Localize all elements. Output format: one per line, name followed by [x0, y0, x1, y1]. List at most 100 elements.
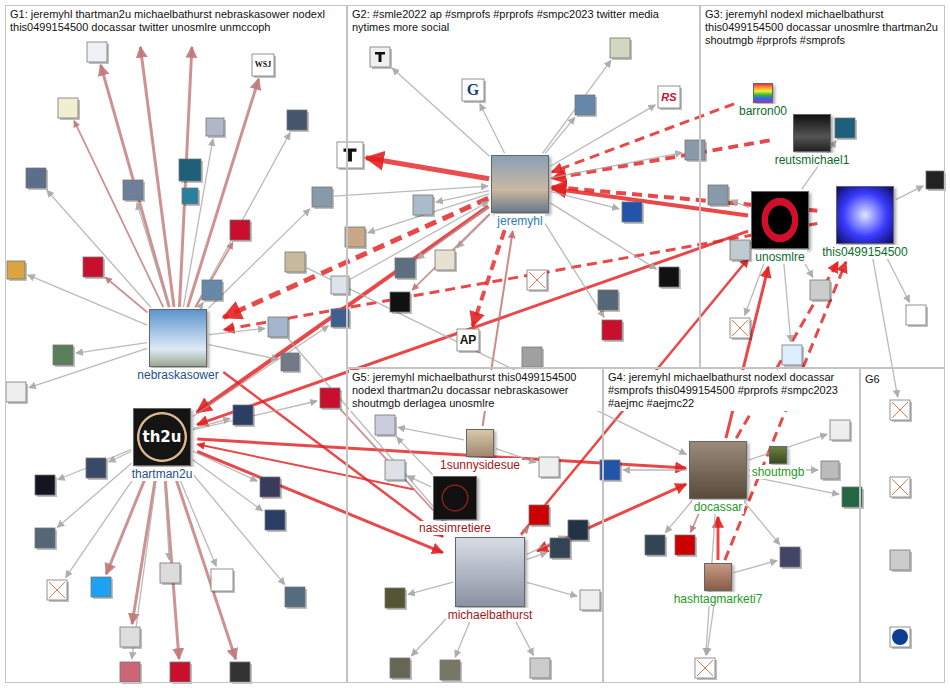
vertex-label: michaelbathurst: [446, 608, 535, 622]
group-title: G2: #smle2022 ap #smprofs #prprofs #smpc…: [349, 7, 698, 35]
graph-edge: [200, 302, 203, 307]
logo-text: WSJ: [255, 61, 271, 69]
graph-edge: [521, 527, 528, 535]
graph-edge: [164, 468, 169, 560]
vertex: nebraskasower: [134, 308, 221, 383]
thumbnail-image: [120, 662, 142, 684]
thumbnail-image: [26, 168, 48, 190]
graph-edge: [408, 582, 453, 594]
graph-edge: [392, 68, 489, 156]
thumbnail-image: [53, 345, 75, 367]
thumbnail-image: [435, 250, 457, 272]
thumbnail-image: [202, 280, 224, 302]
graph-edge: [29, 348, 147, 387]
thumbnail-image: [87, 42, 109, 64]
graph-edge: [187, 468, 284, 585]
thumbnail-image: [890, 627, 912, 649]
thumbnail-image: [91, 577, 113, 599]
thumbnail-image: [58, 98, 80, 120]
graph-edge: [209, 328, 265, 334]
avatar-image: [769, 446, 787, 464]
thumbnail-image: [926, 171, 946, 191]
thumbnail-image: [522, 347, 544, 369]
thumbnail-image: [580, 590, 602, 612]
thumbnail-image: [658, 86, 682, 110]
thumbnail-image: [821, 461, 841, 481]
group-box: G5: jeremyhl michaelbathurst this0499154…: [347, 368, 603, 683]
graph-edge: [623, 469, 687, 470]
graph-edge: [551, 105, 656, 166]
vertex-label: nassimretiere: [417, 521, 493, 535]
group-box: G1: jeremyhl thartman2u michaelbathurst …: [5, 5, 347, 683]
graph-connector: [725, 262, 846, 560]
thumbnail-image: [320, 388, 342, 410]
group-title: G4: jeremyhl michaelbathurst nodexl doca…: [605, 370, 858, 411]
graph-edge: [334, 186, 488, 196]
avatar-image: [466, 429, 494, 457]
vertex: shoutmgb: [749, 445, 808, 480]
graph-edge: [132, 468, 157, 624]
graph-edge: [749, 434, 827, 460]
thumbnail-image: [708, 185, 730, 207]
graph-edge: [193, 419, 230, 429]
graph-edge: [175, 468, 216, 566]
graph-edge: [551, 153, 682, 178]
vertex-label: reutsmichael1: [773, 153, 852, 167]
graph-edge: [74, 121, 163, 307]
graph-edge: [105, 277, 147, 312]
thumbnail-image: [312, 187, 334, 209]
graph-connector: [717, 517, 720, 560]
thumbnail-image: [890, 477, 912, 499]
vertex-label: 1sunnysidesue: [438, 458, 522, 472]
thumbnail-image: [206, 118, 226, 138]
thumbnail-image: [810, 280, 832, 302]
thumbnail-image: [462, 79, 486, 103]
thumbnail-image: [835, 118, 857, 140]
thumbnail-image: [170, 662, 192, 684]
vertex-label: barron00: [737, 104, 789, 118]
thumbnail-image: [610, 38, 632, 60]
thumbnail-image: [47, 580, 69, 602]
thumbnail-image: [160, 563, 182, 585]
vertex-label: docassar: [692, 500, 745, 514]
thumbnail-image: [252, 54, 276, 78]
avatar-image: [455, 537, 525, 607]
thumbnail-image: [598, 290, 620, 312]
vertex: hashtagmarketi7: [671, 562, 766, 607]
thumbnail-image: [35, 528, 57, 550]
graph-edge: [195, 133, 290, 308]
vertex: michaelbathurst: [445, 536, 536, 623]
group-box: G4: jeremyhl michaelbathurst nodexl doca…: [603, 368, 860, 683]
thumbnail-image: [337, 142, 365, 170]
graph-edge: [193, 401, 317, 430]
graph-edge: [137, 203, 169, 307]
thumbnail-image: [675, 535, 697, 557]
thumbnail-image: [211, 569, 235, 593]
avatar-image: [149, 309, 207, 367]
thumbnail-image: [457, 329, 481, 353]
thumbnail-image: [390, 658, 412, 680]
group-title: G6: [862, 372, 883, 387]
thumbnail-image: [602, 320, 624, 342]
thumbnail-image: [780, 547, 802, 569]
thumbnail-image: [530, 658, 552, 680]
logo-text: th2u: [143, 430, 182, 445]
thumbnail-image: [385, 588, 407, 610]
graph-edge: [543, 60, 611, 153]
graph-connector: [726, 267, 768, 438]
avatar-image: [689, 441, 747, 499]
vertex: barron00: [736, 82, 790, 119]
graph-edge: [412, 214, 489, 290]
graph-edge: [527, 582, 577, 596]
thumbnail-image: [390, 292, 412, 314]
thumbnail-image: [281, 353, 301, 373]
vertex-label: thartman2u: [130, 467, 195, 481]
vertex: nassimretiere: [416, 475, 494, 536]
vertex-label: jeremyhl: [495, 214, 544, 228]
thumbnail-image: [890, 400, 912, 422]
thumbnail-image: [395, 258, 417, 280]
thumbnail-image: [645, 535, 667, 557]
group-title: G5: jeremyhl michaelbathurst this0499154…: [349, 370, 601, 411]
graph-edge: [545, 117, 575, 153]
